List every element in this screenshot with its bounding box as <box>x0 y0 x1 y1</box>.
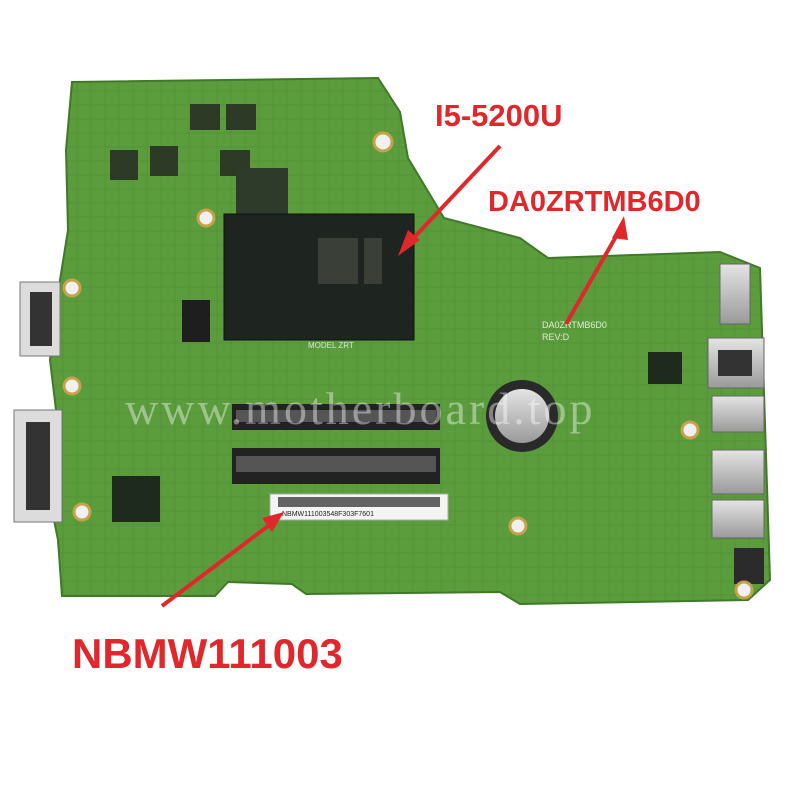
memory-chips <box>110 104 256 180</box>
lan-chip <box>648 352 682 384</box>
usb-ports <box>711 395 765 539</box>
vga-port <box>719 263 751 325</box>
rev-silkscreen: REV:D <box>542 332 570 342</box>
ram-slots <box>232 404 440 484</box>
serial-sticker: NBMW111003548F303F7601 <box>269 493 449 521</box>
pcb-board <box>48 76 772 606</box>
cpu-chip <box>223 213 415 341</box>
audio-jack <box>734 548 764 584</box>
board-id-silkscreen: DA0ZRTMB6D0 <box>542 320 607 330</box>
model-silkscreen: MODEL ZRT <box>308 341 354 350</box>
ec-chip <box>112 476 160 522</box>
cpu-arrow <box>398 144 502 256</box>
pch-chip <box>236 168 288 214</box>
board-arrow <box>564 216 628 325</box>
board-model-label: DA0ZRTMB6D0 <box>488 186 701 218</box>
sata-connector-bottom <box>13 409 63 523</box>
watermark: www.motherboard.top <box>125 383 596 434</box>
serial-label: NBMW111003 <box>72 630 343 677</box>
cmos-battery <box>486 380 558 452</box>
sata-connector-top <box>19 281 61 357</box>
cpu-label: I5-5200U <box>435 98 563 133</box>
sticker-text: NBMW111003548F303F7601 <box>282 511 374 518</box>
mounting-holes <box>62 131 754 600</box>
ethernet-port <box>707 337 765 389</box>
serial-arrow <box>160 512 284 608</box>
m2-slot <box>182 300 210 342</box>
